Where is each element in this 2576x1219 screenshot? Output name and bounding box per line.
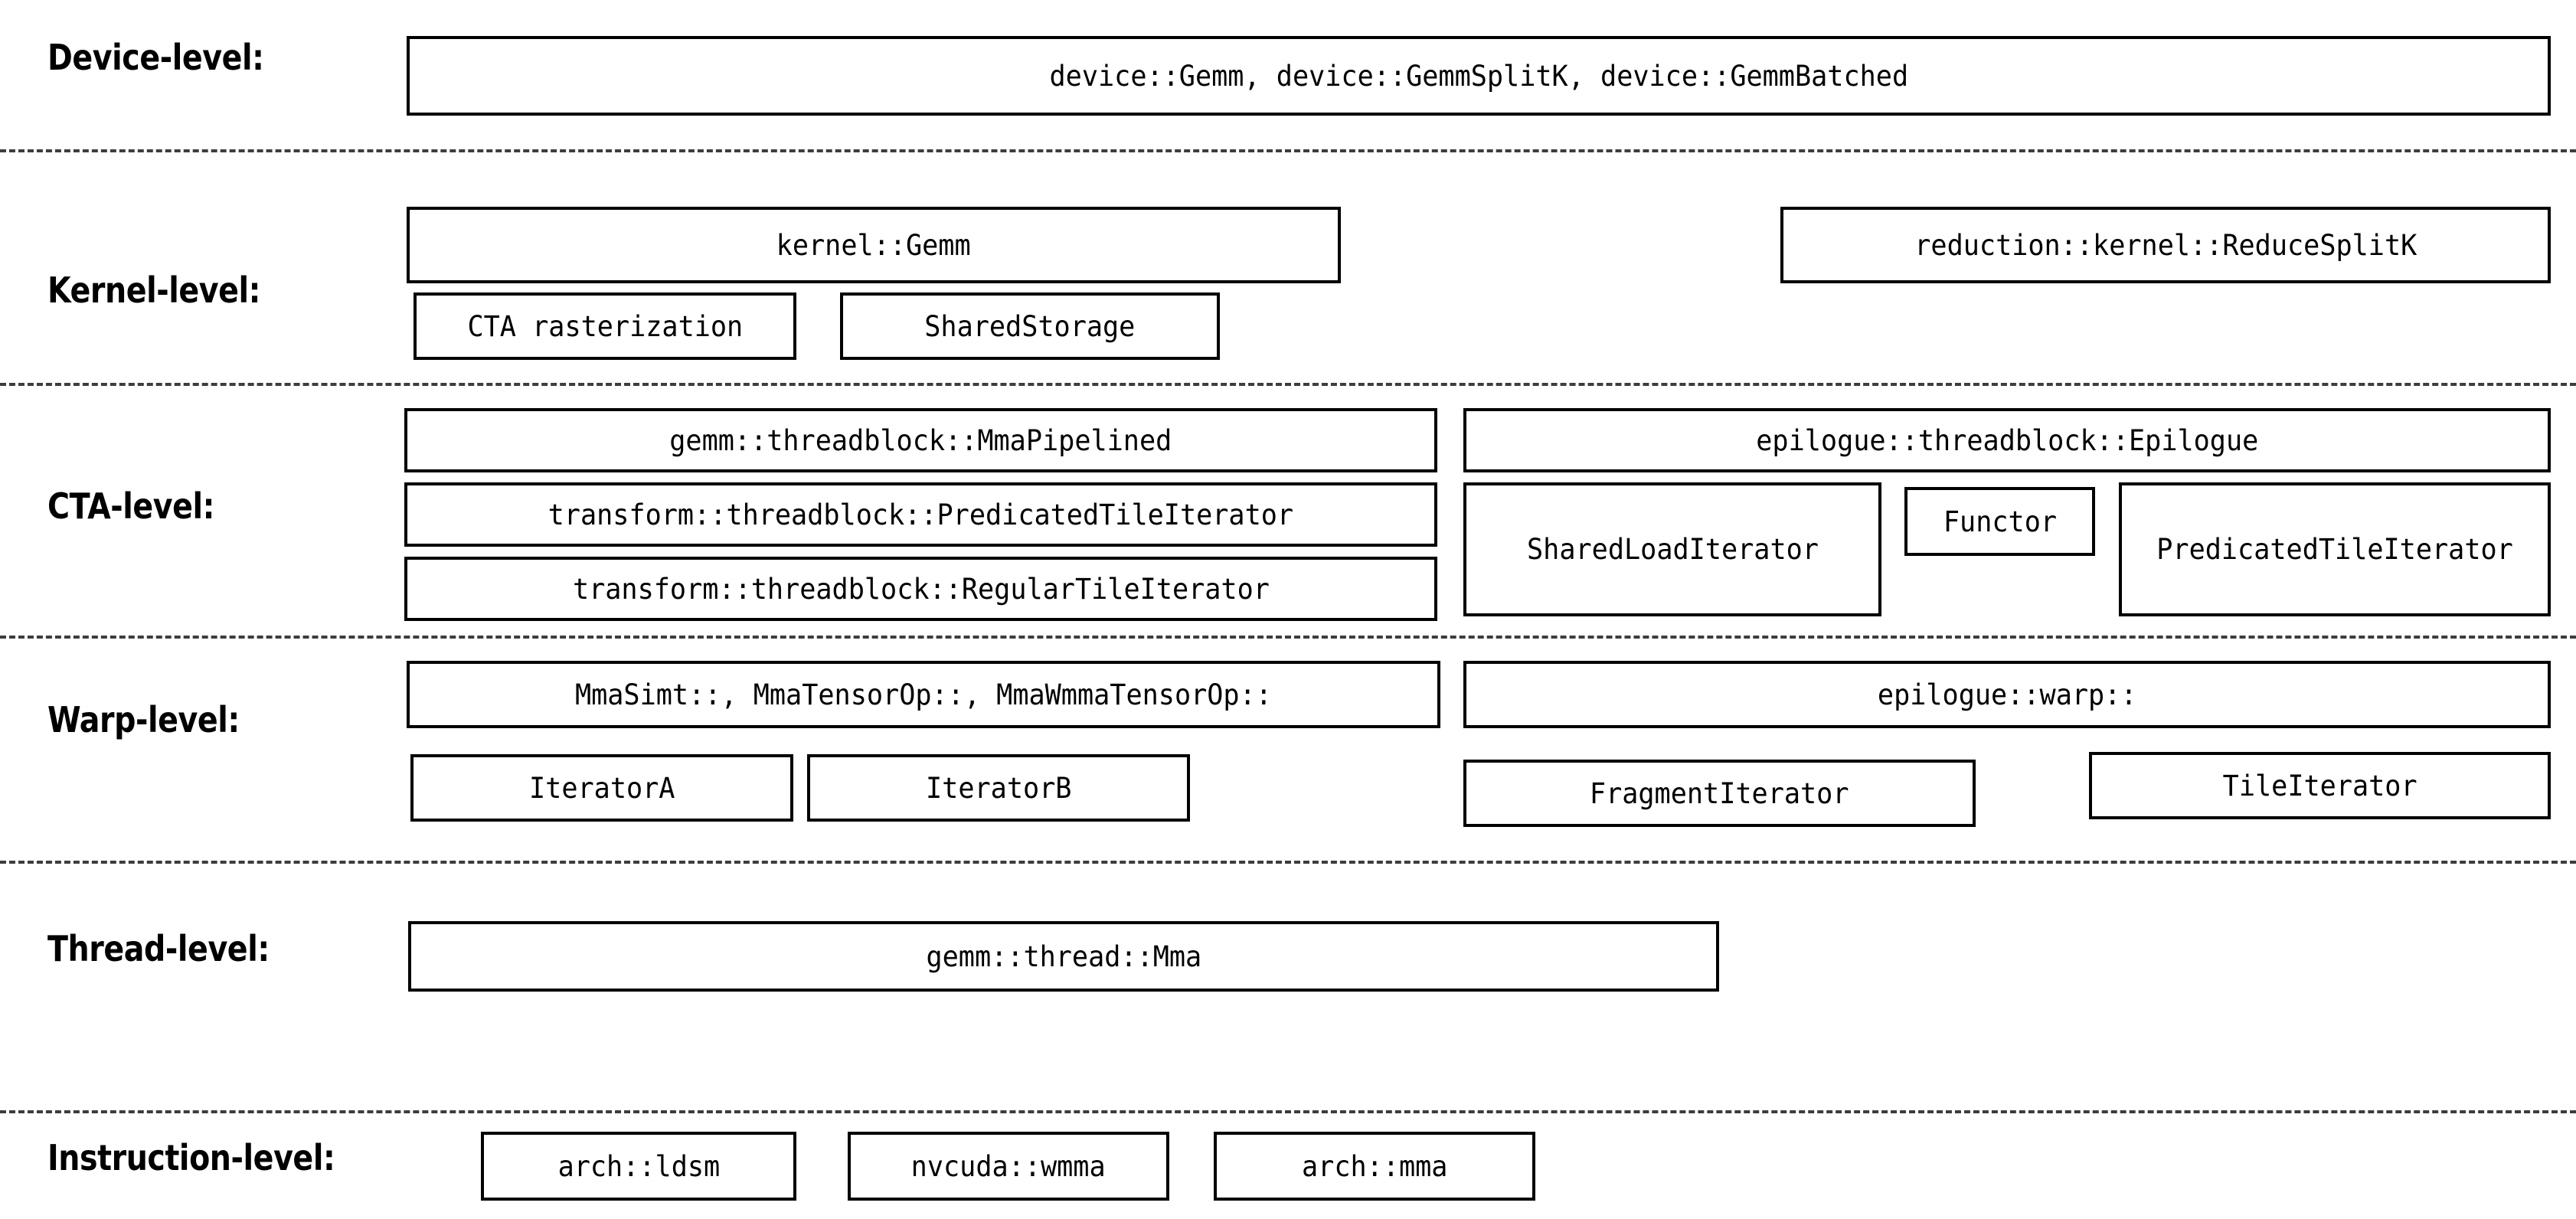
box-cta-rasterization: CTA rasterization	[414, 292, 796, 360]
box-tileiterator: TileIterator	[2089, 752, 2551, 819]
box-label-arch-mma: arch::mma	[1301, 1149, 1448, 1183]
box-label-kernel-gemm: kernel::Gemm	[776, 228, 971, 262]
box-iterator-a: IteratorA	[410, 754, 793, 822]
box-label-gemm-threadblock-mmapipelined: gemm::threadblock::MmaPipelined	[669, 423, 1172, 457]
box-label-tileiterator: TileIterator	[2222, 769, 2417, 802]
box-label-sharedloaditerator: SharedLoadIterator	[1526, 533, 1819, 566]
separator-cta-warp	[0, 636, 2576, 639]
box-label-gemm-thread-mma: gemm::thread::Mma	[926, 940, 1201, 973]
separator-thread-instruction	[0, 1110, 2576, 1113]
row-label-instruction-level: Instruction-level:	[47, 1137, 335, 1178]
separator-device-kernel	[0, 149, 2576, 152]
box-kernel-gemm: kernel::Gemm	[407, 207, 1341, 283]
box-mma-warp-ops: MmaSimt::, MmaTensorOp::, MmaWmmaTensorO…	[407, 661, 1440, 728]
box-fragmentiterator: FragmentIterator	[1463, 760, 1976, 827]
box-label-transform-threadblock-predicatedtileiterator: transform::threadblock::PredicatedTileIt…	[548, 498, 1294, 531]
box-functor: Functor	[1904, 487, 2095, 556]
box-transform-threadblock-regulartileiterator: transform::threadblock::RegularTileItera…	[404, 557, 1437, 621]
box-iterator-b: IteratorB	[807, 754, 1190, 822]
box-label-epilogue-warp: epilogue::warp::	[1877, 678, 2137, 711]
box-label-shared-storage: SharedStorage	[924, 309, 1136, 343]
box-label-transform-threadblock-regulartileiterator: transform::threadblock::RegularTileItera…	[572, 572, 1270, 606]
box-label-cta-rasterization: CTA rasterization	[467, 309, 743, 343]
box-label-predicatedtileiterator: PredicatedTileIterator	[2156, 533, 2513, 566]
box-nvcuda-wmma: nvcuda::wmma	[848, 1132, 1169, 1201]
row-label-cta-level: CTA-level:	[47, 485, 215, 527]
box-label-mma-warp-ops: MmaSimt::, MmaTensorOp::, MmaWmmaTensorO…	[575, 678, 1272, 711]
box-arch-mma: arch::mma	[1214, 1132, 1535, 1201]
separator-warp-thread	[0, 861, 2576, 864]
box-gemm-threadblock-mmapipelined: gemm::threadblock::MmaPipelined	[404, 408, 1437, 472]
box-shared-storage: SharedStorage	[840, 292, 1220, 360]
box-sharedloaditerator: SharedLoadIterator	[1463, 482, 1881, 616]
box-epilogue-warp: epilogue::warp::	[1463, 661, 2551, 728]
row-label-device-level: Device-level:	[47, 37, 264, 78]
box-label-fragmentiterator: FragmentIterator	[1590, 776, 1849, 810]
box-label-nvcuda-wmma: nvcuda::wmma	[911, 1149, 1106, 1183]
row-label-kernel-level: Kernel-level:	[47, 270, 261, 311]
box-transform-threadblock-predicatedtileiterator: transform::threadblock::PredicatedTileIt…	[404, 482, 1437, 547]
box-predicatedtileiterator: PredicatedTileIterator	[2119, 482, 2551, 616]
box-label-iterator-b: IteratorB	[925, 771, 1072, 805]
box-device-gemm: device::Gemm, device::GemmSplitK, device…	[407, 36, 2551, 116]
row-label-warp-level: Warp-level:	[47, 699, 240, 740]
box-label-arch-ldsm: arch::ldsm	[557, 1149, 720, 1183]
box-label-device-gemm: device::Gemm, device::GemmSplitK, device…	[1049, 59, 1908, 93]
box-arch-ldsm: arch::ldsm	[481, 1132, 796, 1201]
box-epilogue-threadblock-epilogue: epilogue::threadblock::Epilogue	[1463, 408, 2551, 472]
row-label-thread-level: Thread-level:	[47, 928, 270, 969]
box-label-functor: Functor	[1943, 505, 2057, 538]
separator-kernel-cta	[0, 383, 2576, 386]
box-reduction-kernel-reducesplitk: reduction::kernel::ReduceSplitK	[1780, 207, 2551, 283]
box-label-reduction-kernel-reducesplitk: reduction::kernel::ReduceSplitK	[1914, 228, 2417, 262]
box-label-epilogue-threadblock-epilogue: epilogue::threadblock::Epilogue	[1755, 423, 2259, 457]
box-label-iterator-a: IteratorA	[528, 771, 675, 805]
box-gemm-thread-mma: gemm::thread::Mma	[408, 921, 1719, 992]
